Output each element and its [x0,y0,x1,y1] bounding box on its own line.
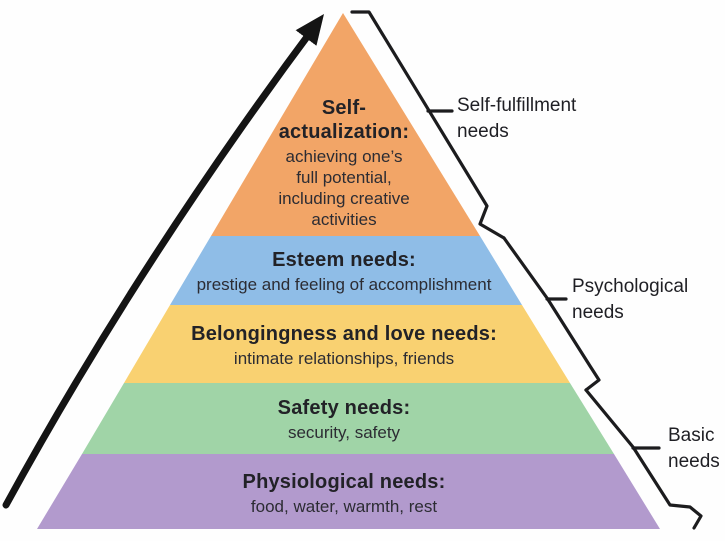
pyramid-level-self-actualization-shape [211,13,480,236]
belongingness-description: intimate relationships, friends [233,349,455,368]
bracket-line-psychological [502,236,601,392]
belongingness-heading: Belongingness and love needs: [191,323,497,345]
bracket-line-self-fulfillment [350,10,506,240]
esteem-heading: Esteem needs: [272,249,416,271]
physiological-description: food, water, warmth, rest [250,497,438,516]
group-label-basic: Basic needs [668,425,720,472]
safety-heading: Safety needs: [277,397,411,419]
physiological-heading: Physiological needs: [242,471,446,493]
esteem-description: prestige and feeling of accomplishment [196,275,492,294]
self-actualization-heading: Self- actualization: [278,97,410,143]
bracket-line-basic [584,388,703,530]
growth-arrow-icon [2,13,324,509]
pyramid-level-esteem-shape [170,236,522,305]
group-label-self-fulfillment: Self-fulfillment needs [457,95,577,142]
self-actualization-description: achieving one’s full potential, includin… [278,147,410,229]
pyramid-level-physiological-text: Physiological needs: food, water, warmth… [243,470,446,517]
pyramid-level-self-actualization-text: Self- actualization: achieving one’s ful… [278,96,409,230]
safety-description: security, safety [287,423,401,442]
pyramid-level-safety-shape [82,383,614,454]
pyramid-level-belongingness-text: Belongingness and love needs: intimate r… [191,322,497,369]
pyramid-level-physiological-shape [37,454,660,529]
pyramid-level-esteem-text: Esteem needs: prestige and feeling of ac… [197,248,492,295]
pyramid-level-belongingness-shape [124,305,570,383]
pyramid-level-safety-text: Safety needs: security, safety [278,396,411,443]
group-label-psychological: Psychological needs [572,276,689,323]
